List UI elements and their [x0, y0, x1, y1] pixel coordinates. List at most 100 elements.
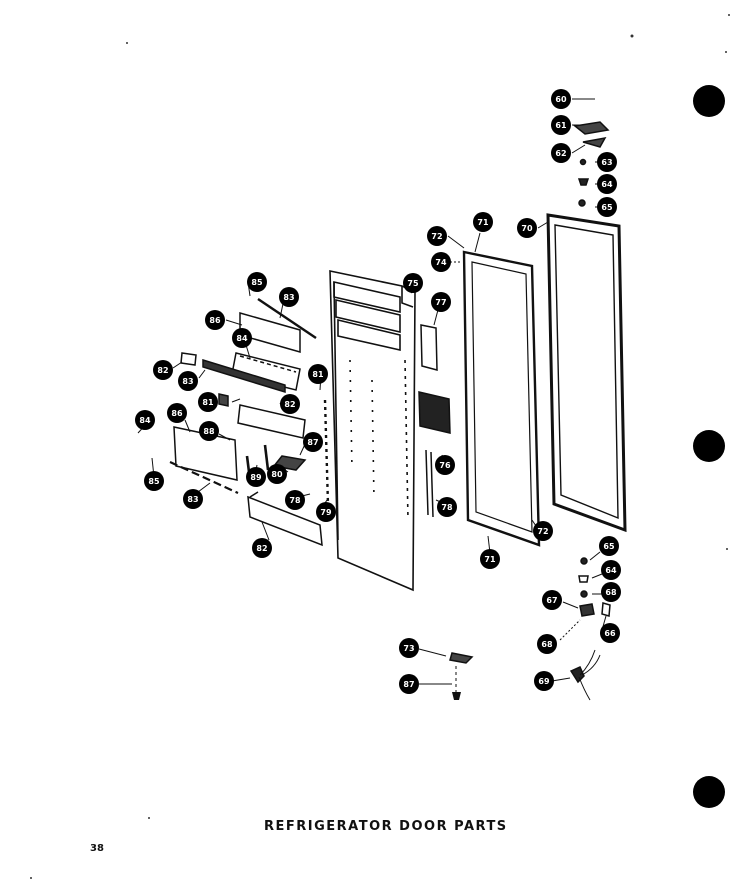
- callout-c33: 80: [314, 463, 326, 472]
- callout-label: 74: [435, 258, 447, 267]
- callout-c34: 82: [252, 538, 272, 558]
- callout-c26: 76: [435, 455, 455, 475]
- callout-c38: 65: [599, 536, 619, 556]
- callout-c14: 83: [279, 287, 299, 307]
- callout-c29: 89: [246, 467, 266, 487]
- callout-label: 64: [601, 180, 613, 189]
- callout-label: 75: [407, 279, 419, 288]
- binder-hole-middle: [693, 430, 725, 462]
- callout-c31: 78: [285, 490, 305, 510]
- callout-label: 69: [538, 677, 550, 686]
- callout-label: 82: [157, 366, 168, 375]
- callout-label: 85: [148, 477, 160, 486]
- callout-c23: 86: [167, 403, 187, 423]
- callout-c2: 61: [551, 115, 571, 135]
- callout-c1: 60: [551, 89, 571, 109]
- door-gasket: [462, 250, 541, 547]
- callout-label: 61: [555, 121, 567, 130]
- callout-c36: 71: [480, 549, 500, 569]
- callout-label: 71: [477, 218, 489, 227]
- callout-label: 72: [431, 232, 442, 241]
- callout-c22: 84: [135, 410, 155, 430]
- callout-label: 65: [601, 203, 613, 212]
- callout-label: 63: [601, 158, 612, 167]
- diagram-caption: REFRIGERATOR DOOR PARTS: [264, 819, 508, 834]
- callout-c40: 68: [601, 582, 621, 602]
- callout-label: 83: [182, 377, 193, 386]
- callout-c46: 87: [399, 674, 419, 694]
- callout-label: 70: [521, 224, 533, 233]
- callout-label: 67: [546, 596, 557, 605]
- callout-label: 80: [271, 470, 283, 479]
- callout-label: 65: [603, 542, 615, 551]
- callout-c3: 62: [551, 143, 571, 163]
- callout-c8: 71: [473, 212, 493, 232]
- callout-label: 76: [439, 461, 451, 470]
- callout-label: 62: [555, 149, 566, 158]
- callout-c39: 64: [601, 560, 621, 580]
- callout-c11: 75: [403, 273, 423, 293]
- callout-label: 82: [284, 400, 295, 409]
- callout-label: 88: [203, 427, 215, 436]
- callout-c44: 68: [537, 634, 557, 654]
- callout-label: 83: [283, 293, 294, 302]
- callout-label: 82: [256, 544, 267, 553]
- callout-c35: 78: [437, 497, 457, 517]
- callout-c17: 82: [153, 360, 173, 380]
- callout-c12: 77: [431, 292, 451, 312]
- callout-label: 68: [605, 588, 617, 597]
- shelf-parts: [169, 298, 330, 547]
- callout-c4: 63: [597, 152, 617, 172]
- callout-label: 87: [307, 438, 318, 447]
- callout-c16: 84: [232, 328, 252, 348]
- callout-c43: 69: [534, 671, 554, 691]
- callout-label: 81: [202, 398, 214, 407]
- callout-label: 81: [312, 370, 324, 379]
- callout-label: 68: [541, 640, 553, 649]
- callout-c45: 73: [399, 638, 419, 658]
- callout-label: 72: [537, 527, 548, 536]
- callout-label: 86: [171, 409, 183, 418]
- callout-c27: 85: [144, 471, 164, 491]
- center-parts: [418, 324, 451, 518]
- callout-c25: 87: [303, 432, 323, 452]
- hinge-hardware: [449, 121, 611, 684]
- callout-c42: 66: [600, 623, 620, 643]
- callout-label: 83: [187, 495, 198, 504]
- wire-leads: [578, 649, 601, 701]
- callout-label: 64: [605, 566, 617, 575]
- callout-label: 78: [441, 503, 453, 512]
- callout-label: 80: [314, 463, 326, 472]
- callout-label: 89: [250, 473, 262, 482]
- callout-c13: 85: [247, 272, 267, 292]
- callout-c30: 80: [267, 464, 287, 484]
- callout-label: 73: [403, 644, 414, 653]
- callout-label: 85: [251, 278, 263, 287]
- binder-hole-bottom: [693, 776, 725, 808]
- callout-c24: 88: [199, 421, 219, 441]
- callout-label: 86: [209, 316, 221, 325]
- outer-door-panel: [546, 213, 627, 533]
- binder-hole-top: [693, 85, 725, 117]
- callout-c21: 82: [280, 394, 300, 414]
- callout-c5: 64: [597, 174, 617, 194]
- callout-c9: 70: [517, 218, 537, 238]
- callout-label: 66: [604, 629, 616, 638]
- callout-c28: 83: [183, 489, 203, 509]
- scan-specks: [30, 14, 730, 879]
- callout-label: 71: [484, 555, 496, 564]
- callout-label: 87: [403, 680, 414, 689]
- callout-c41: 67: [542, 590, 562, 610]
- page-number: 38: [90, 843, 104, 854]
- callout-c37: 72: [533, 521, 553, 541]
- callout-label: 60: [555, 95, 567, 104]
- callout-label: 77: [435, 298, 446, 307]
- screw: [452, 692, 461, 700]
- callout-c18: 83: [178, 371, 198, 391]
- callout-c7: 72: [427, 226, 447, 246]
- callout-c19: 81: [308, 364, 328, 384]
- callout-label: 84: [236, 334, 248, 343]
- callout-c20: 81: [198, 392, 218, 412]
- door-liner: [329, 270, 416, 592]
